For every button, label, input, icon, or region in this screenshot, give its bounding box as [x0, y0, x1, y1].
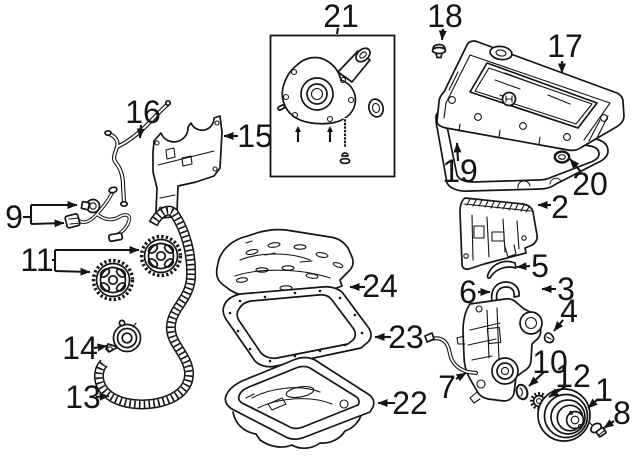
callout-label-4[interactable]: 4 — [560, 293, 578, 329]
callout-tick-21 — [335, 27, 340, 35]
callout-arrow-19 — [453, 142, 462, 162]
callout-bracket-9 — [23, 205, 33, 224]
oil-pump-seal — [368, 98, 384, 118]
camshaft-sprockets-drawing — [91, 234, 183, 302]
callout-arrow-8 — [603, 419, 615, 429]
callout-label-6[interactable]: 6 — [459, 274, 477, 310]
timing-belt-back-cover-drawing — [152, 115, 223, 219]
callout-label-3[interactable]: 3 — [557, 271, 575, 307]
callout-arrow-14 — [93, 343, 108, 352]
camshaft-sprocket-lower — [91, 258, 135, 302]
callout-label-23[interactable]: 23 — [388, 319, 424, 355]
callout-label-1[interactable]: 1 — [595, 372, 613, 408]
callout-label-16[interactable]: 16 — [125, 94, 161, 130]
callout-arrows — [23, 27, 615, 429]
callout-label-5[interactable]: 5 — [531, 248, 549, 284]
callout-label-17[interactable]: 17 — [547, 28, 583, 64]
callout-label-24[interactable]: 24 — [362, 268, 398, 304]
callout-label-14[interactable]: 14 — [62, 330, 98, 366]
callout-label-7[interactable]: 7 — [438, 369, 456, 405]
oil-filler-cap — [489, 45, 513, 61]
oil-pump-assembly-drawing — [269, 34, 396, 178]
callout-labels: 1 2 3 4 5 6 7 8 9 10 11 12 13 14 15 16 1… — [5, 0, 631, 431]
sensor-harness-drawing — [64, 186, 132, 243]
callout-label-9[interactable]: 9 — [5, 199, 23, 235]
callout-label-21[interactable]: 21 — [323, 0, 359, 34]
callout-arrow-18 — [438, 28, 447, 41]
callout-label-8[interactable]: 8 — [613, 395, 631, 431]
dipstick-tube-drawing — [424, 332, 478, 375]
callout-arrow-13 — [95, 392, 110, 401]
callout-label-15[interactable]: 15 — [237, 118, 273, 154]
crankshaft-pulley-drawing — [537, 388, 591, 442]
callout-label-22[interactable]: 22 — [392, 385, 428, 421]
callout-arrow-5 — [516, 262, 531, 271]
callout-arrow-20 — [569, 158, 582, 173]
callout-arrow-12 — [548, 385, 567, 398]
callout-arrow-1 — [587, 398, 599, 409]
oil-pan-baffle-drawing — [215, 228, 354, 301]
valve-cover-grommet-drawing — [431, 43, 447, 59]
valve-cover-drawing — [436, 40, 625, 152]
callout-arrow-11b — [54, 267, 91, 276]
gasket-bolt-holes — [228, 289, 364, 363]
upper-timing-cover-drawing — [459, 197, 539, 271]
callout-arrow-9b — [30, 219, 65, 228]
callout-arrow-4 — [553, 319, 564, 332]
pulley-bolt-drawing — [588, 421, 607, 438]
callout-label-2[interactable]: 2 — [551, 189, 569, 225]
callout-label-13[interactable]: 13 — [65, 379, 101, 415]
cover-seal-b-drawing — [490, 281, 520, 302]
harness-clamp-drawing — [104, 99, 172, 208]
pulley-guide-washer-drawing — [515, 383, 529, 401]
belt-tensioner-drawing — [105, 319, 142, 353]
lower-timing-cover-drawing — [456, 297, 543, 404]
callout-label-20[interactable]: 20 — [572, 166, 608, 202]
woodruff-key-drawing — [543, 332, 555, 344]
oil-pan-drawing — [224, 356, 375, 449]
callout-arrow-10 — [528, 371, 545, 387]
callout-label-10[interactable]: 10 — [532, 344, 568, 380]
camshaft-sprocket-upper — [139, 234, 183, 278]
callout-label-19[interactable]: 19 — [442, 153, 478, 189]
callout-label-11[interactable]: 11 — [20, 242, 53, 278]
oil-pan-gasket-drawing — [222, 285, 372, 368]
callout-arrow-16 — [136, 124, 145, 139]
tube-seal-drawing — [553, 150, 571, 164]
callout-label-12[interactable]: 12 — [555, 358, 591, 394]
cover-seal-a-drawing — [486, 260, 517, 280]
callout-label-18[interactable]: 18 — [427, 0, 463, 34]
callout-arrow-7 — [455, 372, 467, 382]
callout-bracket-11 — [52, 250, 57, 271]
